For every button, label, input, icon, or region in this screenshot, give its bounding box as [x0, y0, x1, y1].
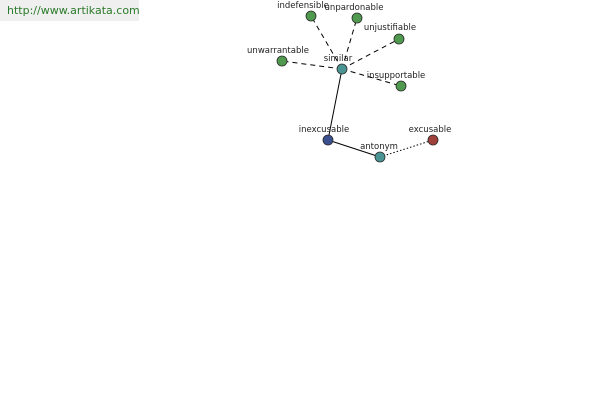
node-label-unjustifiable[interactable]: unjustifiable: [364, 23, 416, 33]
node-excusable[interactable]: excusable: [409, 125, 452, 146]
edge-inexcusable-similar: [327, 68, 343, 141]
node-circle-similar[interactable]: [336, 63, 348, 75]
edge-similar-indefensible: [310, 15, 343, 70]
edge-similar-unwarrantable: [281, 60, 343, 70]
node-inexcusable[interactable]: inexcusable: [299, 125, 349, 146]
node-unpardonable[interactable]: unpardonable: [325, 3, 384, 24]
node-label-antonym[interactable]: antonym: [360, 142, 398, 152]
nodes-layer: inexcusable similar antonym indefensibleunp…: [247, 1, 452, 163]
node-antonym[interactable]: antonym: [360, 142, 398, 163]
node-circle-insupportable[interactable]: [395, 80, 407, 92]
edge-similar-unjustifiable: [341, 38, 400, 70]
node-circle-excusable[interactable]: [427, 134, 439, 146]
node-circle-unpardonable[interactable]: [351, 12, 363, 24]
node-label-excusable[interactable]: excusable: [409, 125, 452, 135]
edges-layer: [281, 15, 434, 158]
node-unjustifiable[interactable]: unjustifiable: [364, 23, 416, 45]
node-circle-indefensible[interactable]: [305, 10, 317, 22]
node-indefensible[interactable]: indefensible: [277, 1, 329, 22]
node-circle-unwarrantable[interactable]: [276, 55, 288, 67]
edge-inexcusable-antonym: [327, 139, 381, 158]
node-circle-unjustifiable[interactable]: [393, 33, 405, 45]
node-label-inexcusable[interactable]: inexcusable: [299, 125, 349, 135]
node-label-unpardonable[interactable]: unpardonable: [325, 3, 384, 13]
node-circle-inexcusable[interactable]: [322, 134, 334, 146]
edge-similar-insupportable: [341, 68, 402, 87]
node-label-insupportable[interactable]: insupportable: [367, 71, 426, 81]
node-similar[interactable]: similar: [324, 54, 353, 75]
node-label-indefensible[interactable]: indefensible: [277, 1, 329, 11]
edge-antonym-excusable: [379, 139, 434, 158]
node-circle-antonym[interactable]: [374, 151, 386, 163]
source-url[interactable]: http://www.artikata.com: [0, 0, 140, 21]
node-insupportable[interactable]: insupportable: [367, 71, 426, 92]
node-unwarrantable[interactable]: unwarrantable: [247, 46, 309, 67]
node-label-unwarrantable[interactable]: unwarrantable: [247, 46, 309, 56]
node-label-similar[interactable]: similar: [324, 54, 353, 64]
